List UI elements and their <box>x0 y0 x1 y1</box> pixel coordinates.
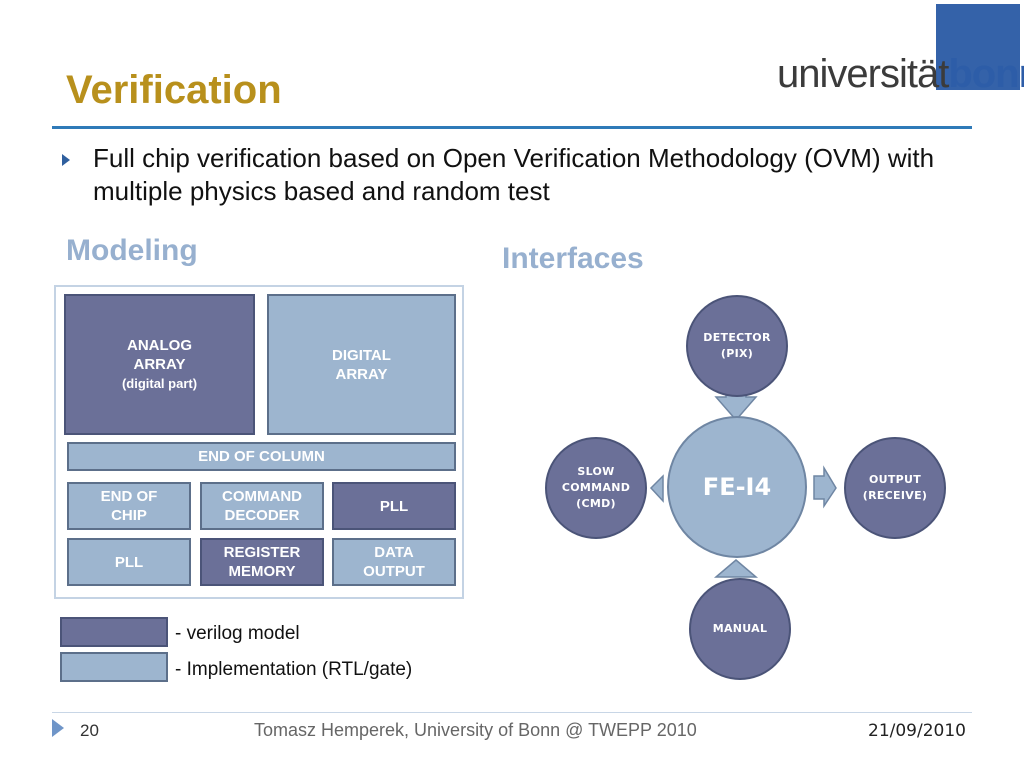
end-of-column-label: END OF COLUMN <box>198 448 325 465</box>
slow-command-node: SLOW COMMAND (CMD) <box>545 437 647 539</box>
output-label: OUTPUT <box>868 473 922 486</box>
register-memory-line1: REGISTER <box>223 544 301 561</box>
footer-author: Tomasz Hemperek, University of Bonn @ TW… <box>254 720 697 740</box>
end-of-column-block: END OF COLUMN <box>67 442 456 471</box>
end-of-chip-line1: END OF <box>100 488 158 505</box>
chip-model-frame: ANALOG ARRAY (digital part) DIGITAL ARRA… <box>54 285 464 599</box>
detector-node: DETECTOR (PIX) <box>686 295 788 397</box>
footer-date: 21/09/2010 <box>868 721 966 741</box>
page-number: 20 <box>80 721 99 740</box>
arrow-fei4-to-slow-command <box>649 474 664 503</box>
legend-label-verilog: - verilog model <box>175 623 300 644</box>
digital-array-block: DIGITAL ARRAY <box>267 294 456 435</box>
register-memory-block: REGISTER MEMORY <box>200 538 324 586</box>
data-output-block: DATA OUTPUT <box>332 538 456 586</box>
footer-arrow-icon <box>52 719 64 737</box>
slow-command-line2: COMMAND <box>561 481 631 494</box>
legend-swatch-verilog <box>60 617 168 647</box>
register-memory-line2: MEMORY <box>228 563 296 580</box>
fe-i4-label: FE-I4 <box>702 473 772 501</box>
interfaces-heading: Interfaces <box>502 242 644 275</box>
data-output-line2: OUTPUT <box>363 563 425 580</box>
bullet-arrow-icon <box>62 154 70 166</box>
slide-title: Verification <box>66 68 282 112</box>
manual-label: MANUAL <box>712 622 768 635</box>
digital-array-line2: ARRAY <box>335 365 388 383</box>
pll-block-right: PLL <box>332 482 456 530</box>
arrow-fei4-to-manual <box>713 559 759 578</box>
fe-i4-node: FE-I4 <box>667 416 807 558</box>
university-logo-building <box>936 4 1020 90</box>
title-divider <box>52 126 972 129</box>
analog-array-line1: ANALOG <box>127 337 192 354</box>
bullet-text: Full chip verification based on Open Ver… <box>93 143 935 206</box>
analog-array-block: ANALOG ARRAY (digital part) <box>64 294 255 435</box>
footer-divider <box>52 712 972 713</box>
command-decoder-line1: COMMAND <box>222 488 302 505</box>
manual-node: MANUAL <box>689 578 791 680</box>
pll-block-left: PLL <box>67 538 191 586</box>
data-output-line1: DATA <box>374 544 414 561</box>
command-decoder-line2: DECODER <box>224 507 300 524</box>
legend-swatch-rtl <box>60 652 168 682</box>
output-node: OUTPUT (RECEIVE) <box>844 437 946 539</box>
detector-sublabel: (PIX) <box>720 347 754 360</box>
slow-command-line1: SLOW <box>577 465 615 478</box>
university-logo: universitätbonn <box>777 52 1024 97</box>
logo-text-part2: bonn <box>948 52 1024 96</box>
arrow-fei4-to-output <box>813 465 837 509</box>
end-of-chip-line2: CHIP <box>111 507 147 524</box>
modeling-heading: Modeling <box>66 234 198 267</box>
digital-array-line1: DIGITAL <box>332 346 391 364</box>
pll-left-label: PLL <box>114 553 144 571</box>
detector-label: DETECTOR <box>703 331 771 344</box>
end-of-chip-block: END OF CHIP <box>67 482 191 530</box>
analog-array-line2: ARRAY <box>133 356 186 373</box>
analog-array-line3: (digital part) <box>121 376 198 391</box>
logo-text-part1: universität <box>777 52 949 96</box>
legend-label-rtl: - Implementation (RTL/gate) <box>175 659 413 680</box>
output-sublabel: (RECEIVE) <box>862 489 928 502</box>
pll-right-label: PLL <box>379 497 409 515</box>
slow-command-line3: (CMD) <box>576 497 616 510</box>
command-decoder-block: COMMAND DECODER <box>200 482 324 530</box>
